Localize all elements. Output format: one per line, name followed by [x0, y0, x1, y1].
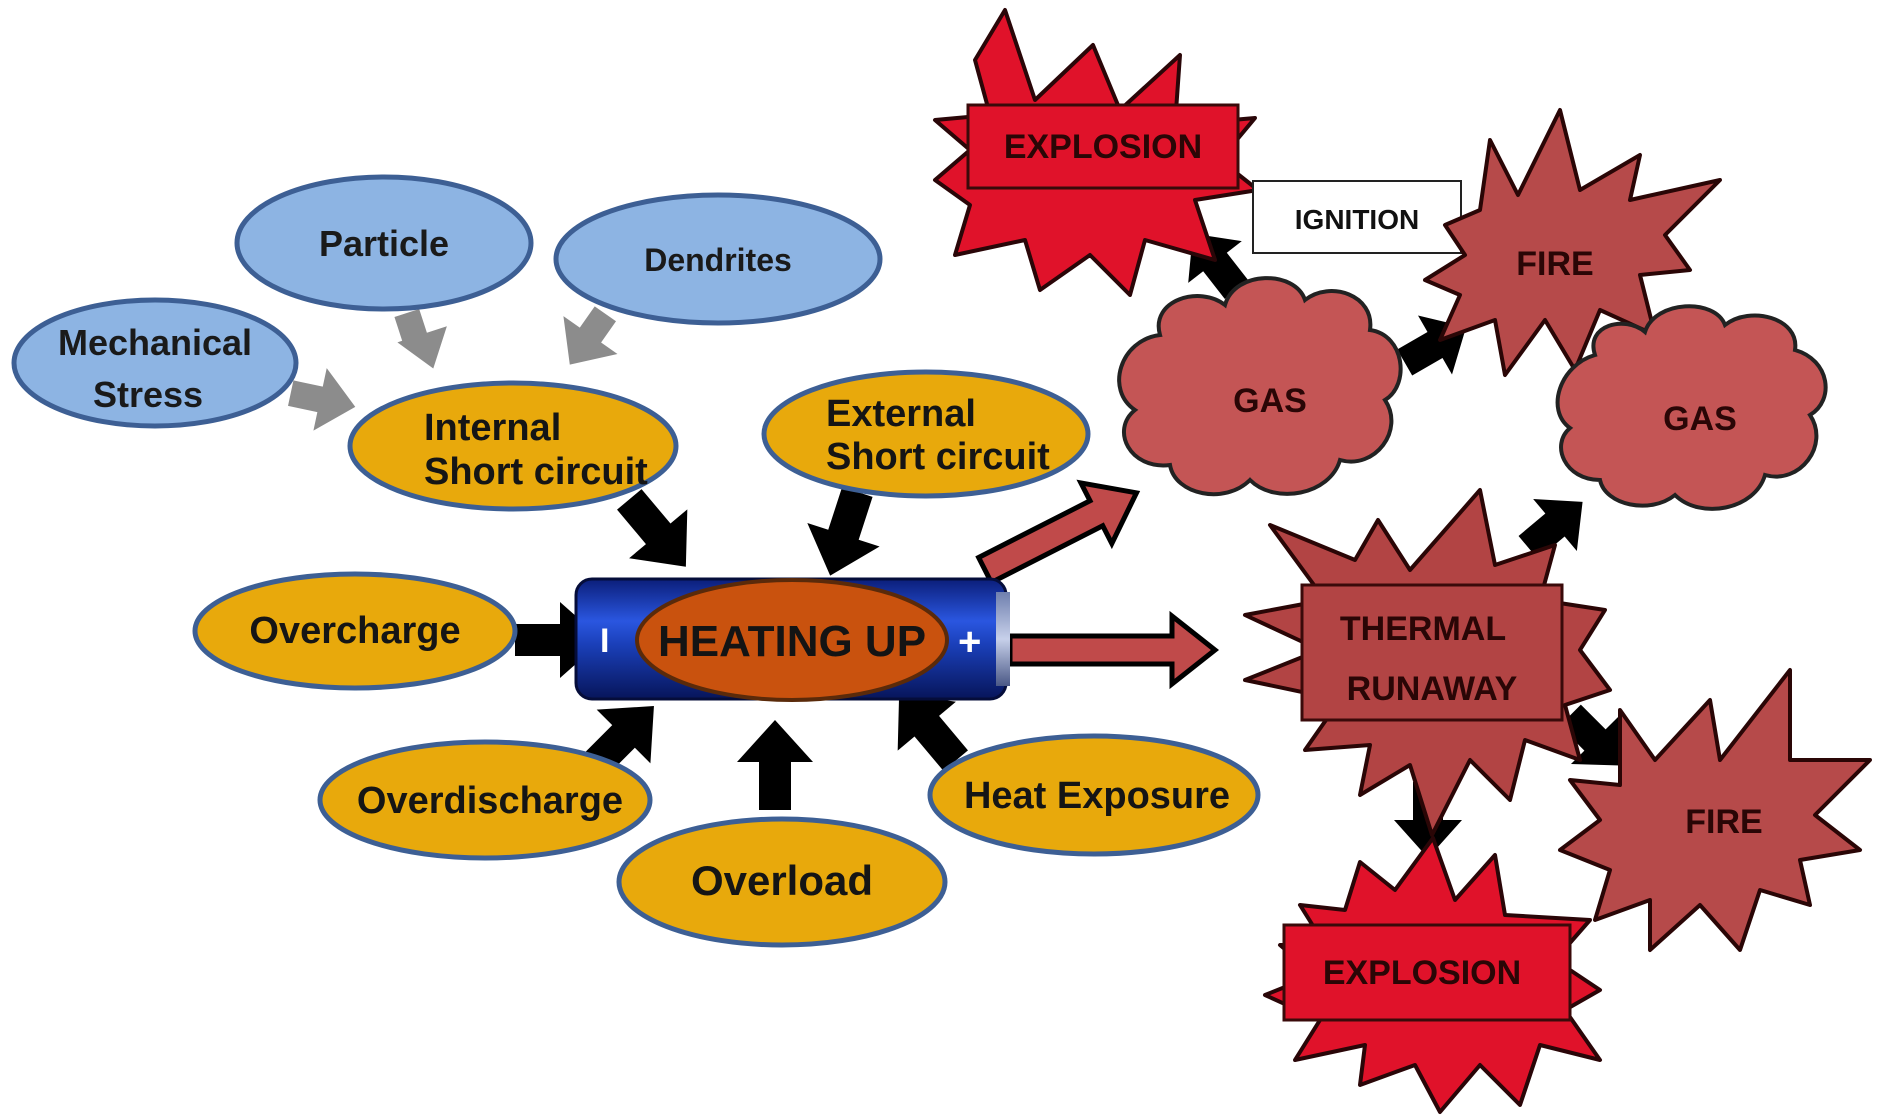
fire-top-label: FIRE	[1516, 245, 1593, 283]
heating-up-label: HEATING UP	[658, 617, 926, 666]
arrow-cell-to-runaway	[1007, 610, 1220, 690]
particle-label: Particle	[319, 223, 449, 264]
arrow-runaway-to-fire	[1559, 704, 1621, 766]
overdischarge-node: Overdischarge	[317, 739, 653, 861]
explosion-top-label: EXPLOSION	[1004, 128, 1202, 166]
arrow-cell-to-gas	[975, 479, 1141, 586]
cell-positive-terminal: +	[958, 620, 981, 664]
overcharge-label: Overcharge	[249, 610, 460, 652]
explosion-bottom-node: EXPLOSION	[1263, 836, 1602, 1114]
arrow-stress-to-internal	[288, 368, 356, 431]
overload-node: Overload	[616, 816, 948, 948]
gas-right-node: GAS	[1555, 304, 1828, 511]
external-short-label-2: Short circuit	[826, 436, 1050, 478]
thermal-runaway-label-1: THERMAL	[1340, 610, 1506, 648]
internal-short-node: Internal Short circuit	[347, 380, 679, 512]
red-arrows	[975, 479, 1220, 690]
dendrites-node: Dendrites	[553, 192, 883, 326]
arrow-particle-to-internal	[394, 308, 447, 369]
arrow-overload-to-cell	[737, 720, 813, 810]
cell-negative-terminal: I	[600, 622, 609, 660]
external-short-node: External Short circuit	[761, 369, 1091, 499]
ignition-node: IGNITION	[1252, 180, 1462, 254]
dendrites-label: Dendrites	[644, 242, 792, 278]
gas-right-label: GAS	[1663, 400, 1737, 438]
arrow-external-to-cell	[807, 487, 880, 576]
explosion-bottom-label: EXPLOSION	[1323, 954, 1521, 992]
gas-left-node: GAS	[1117, 276, 1403, 497]
arrow-dendrites-to-internal	[563, 306, 618, 365]
thermal-runaway-node: THERMAL RUNAWAY	[1243, 488, 1612, 837]
arrow-runaway-to-gas	[1518, 498, 1583, 559]
battery-cell: I + HEATING UP	[574, 577, 1010, 702]
ignition-label: IGNITION	[1295, 204, 1419, 235]
internal-short-label-1: Internal	[424, 407, 561, 449]
arrow-internal-to-cell	[617, 489, 688, 567]
overcharge-node: Overcharge	[192, 571, 518, 691]
mechanical-stress-node: Mechanical Stress	[11, 297, 299, 429]
explosion-top-node: EXPLOSION	[933, 8, 1260, 297]
overload-label: Overload	[691, 857, 873, 904]
heating-up-node	[635, 578, 949, 702]
grey-arrows	[288, 306, 618, 431]
thermal-runaway-label-2: RUNAWAY	[1347, 670, 1518, 708]
particle-node: Particle	[234, 174, 534, 312]
gas-left-label: GAS	[1233, 382, 1307, 420]
cell-cap	[996, 592, 1010, 686]
fire-bottom-label: FIRE	[1685, 803, 1762, 841]
mechanical-stress-label-2: Stress	[93, 374, 203, 415]
fire-bottom-node: FIRE	[1558, 668, 1872, 952]
overdischarge-label: Overdischarge	[357, 780, 623, 822]
fire-top-node: FIRE	[1423, 108, 1722, 377]
internal-short-label-2: Short circuit	[424, 451, 648, 493]
arrow-heat-exposure-to-cell	[897, 693, 968, 771]
external-short-label-1: External	[826, 393, 976, 435]
mechanical-stress-label-1: Mechanical	[58, 322, 252, 363]
heat-exposure-label: Heat Exposure	[964, 775, 1230, 817]
heat-exposure-node: Heat Exposure	[927, 733, 1261, 857]
